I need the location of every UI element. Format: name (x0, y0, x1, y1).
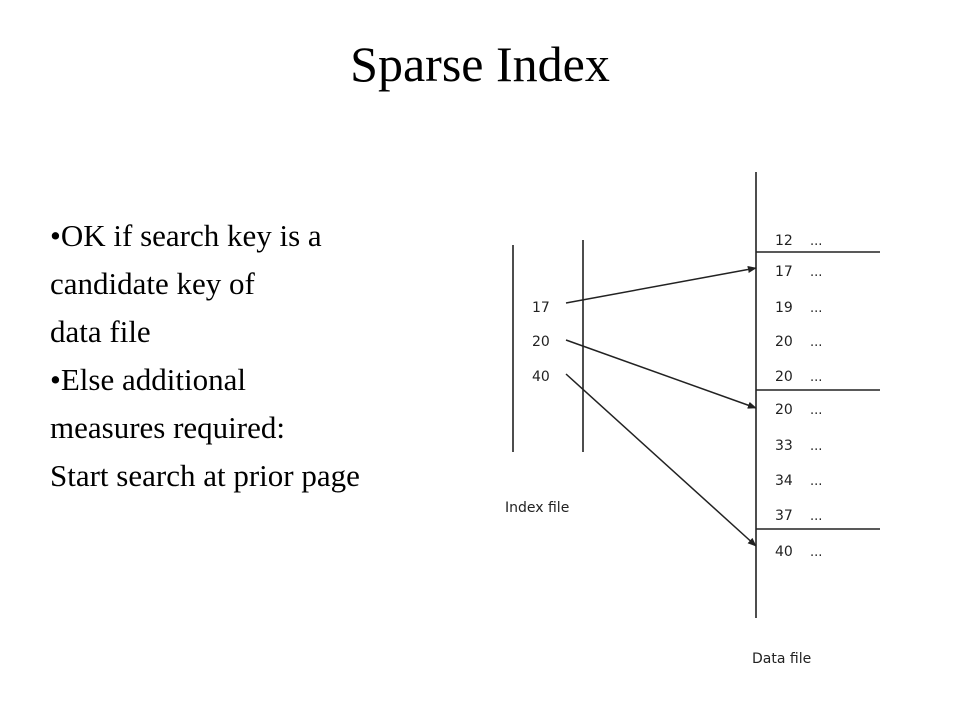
bullet-list: •OK if search key is a candidate key of … (50, 212, 490, 500)
record-ellipsis: ... (810, 474, 822, 489)
bullet-line: •OK if search key is a (50, 218, 322, 253)
data-record: 20 ... (775, 402, 822, 418)
record-ellipsis: ... (810, 234, 822, 249)
data-record: 12 ... (775, 233, 822, 249)
bullet-line: Start search at prior page (50, 458, 360, 493)
record-ellipsis: ... (810, 265, 822, 280)
bullet-line: data file (50, 314, 151, 349)
index-key: 20 (532, 334, 550, 350)
record-ellipsis: ... (810, 335, 822, 350)
index-key: 40 (532, 369, 550, 385)
record-key: 17 (775, 264, 793, 280)
index-pointer-arrow (565, 373, 757, 547)
bullet-line: candidate key of (50, 266, 255, 301)
record-ellipsis: ... (810, 301, 822, 316)
index-pointer-arrow (565, 339, 757, 409)
bullet-line: •Else additional (50, 362, 246, 397)
record-key: 20 (775, 334, 793, 350)
data-record: 40 ... (775, 544, 822, 560)
data-record: 33 ... (775, 438, 822, 454)
index-file-label: Index file (505, 500, 569, 516)
data-record: 17 ... (775, 264, 822, 280)
index-pointer-arrow (565, 265, 757, 304)
bullet-line: measures required: (50, 410, 285, 445)
index-key: 17 (532, 300, 550, 316)
data-record: 20 ... (775, 334, 822, 350)
record-key: 12 (775, 233, 793, 249)
record-key: 33 (775, 438, 793, 454)
data-file-label: Data file (752, 651, 811, 667)
record-ellipsis: ... (810, 403, 822, 418)
record-key: 34 (775, 473, 793, 489)
record-ellipsis: ... (810, 545, 822, 560)
record-key: 40 (775, 544, 793, 560)
record-ellipsis: ... (810, 509, 822, 524)
record-ellipsis: ... (810, 439, 822, 454)
record-key: 19 (775, 300, 793, 316)
data-record: 37 ... (775, 508, 822, 524)
record-key: 20 (775, 402, 793, 418)
record-key: 37 (775, 508, 793, 524)
record-key: 20 (775, 369, 793, 385)
slide-title: Sparse Index (350, 36, 610, 92)
data-record: 20 ... (775, 369, 822, 385)
data-record: 34 ... (775, 473, 822, 489)
record-ellipsis: ... (810, 370, 822, 385)
data-record: 19 ... (775, 300, 822, 316)
